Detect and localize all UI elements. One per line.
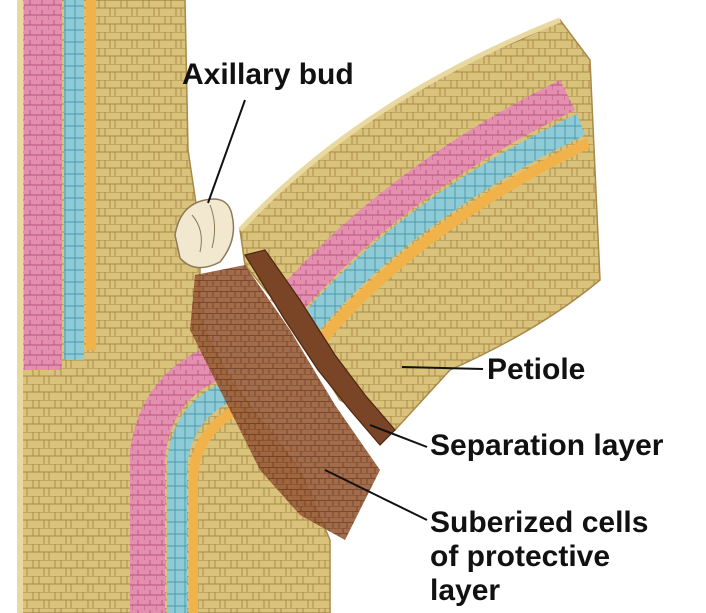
label-axillary-bud: Axillary bud <box>182 58 354 92</box>
label-separation-layer: Separation layer <box>430 429 663 463</box>
label-suberized-line2: of protective <box>430 540 648 574</box>
leader-axillary-bud <box>208 100 245 203</box>
stem-xylem <box>64 0 84 360</box>
label-suberized-line1: Suberized cells <box>430 506 648 540</box>
label-suberized-cells: Suberized cells of protective layer <box>430 506 648 608</box>
stem-phloem <box>24 0 62 370</box>
stem-cambium <box>86 0 96 350</box>
label-suberized-line3: layer <box>430 574 648 608</box>
label-petiole: Petiole <box>487 353 585 387</box>
